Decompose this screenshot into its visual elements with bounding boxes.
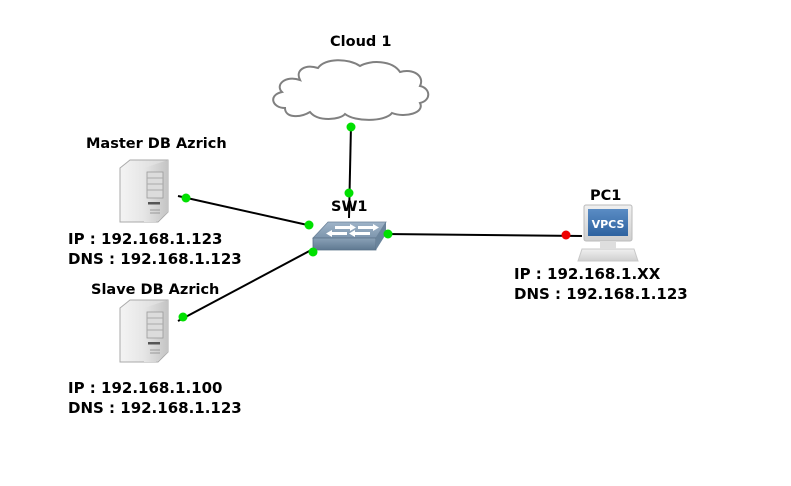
- vpcs-computer-icon: VPCS: [577, 204, 639, 262]
- link-cloud-switch[interactable]: [348, 124, 352, 219]
- server-icon: [119, 299, 169, 363]
- sw1-node[interactable]: [312, 221, 387, 251]
- master-db-label[interactable]: Master DB Azrich: [86, 136, 227, 152]
- cloud-1-label[interactable]: Cloud 1: [330, 34, 392, 50]
- cloud-icon: [272, 59, 430, 121]
- pc1-ip-text: IP : 192.168.1.XX: [514, 265, 661, 283]
- port-status-switch-cloud[interactable]: [344, 188, 354, 198]
- slave-db-label[interactable]: Slave DB Azrich: [91, 282, 220, 298]
- port-status-pc[interactable]: [561, 230, 571, 240]
- port-status-cloud[interactable]: [346, 122, 356, 132]
- master-dns-text: DNS : 192.168.1.123: [68, 250, 242, 268]
- link-slave-switch[interactable]: [177, 247, 316, 322]
- pc1-info-note[interactable]: IP : 192.168.1.XX DNS : 192.168.1.123: [514, 264, 688, 304]
- switch-icon: [312, 221, 387, 251]
- slave-info-note[interactable]: IP : 192.168.1.100 DNS : 192.168.1.123: [68, 378, 242, 418]
- slave-dns-text: DNS : 192.168.1.123: [68, 399, 242, 417]
- port-status-master[interactable]: [181, 193, 191, 203]
- port-status-slave[interactable]: [178, 312, 188, 322]
- master-info-note[interactable]: IP : 192.168.1.123 DNS : 192.168.1.123: [68, 229, 242, 269]
- vpcs-icon-text: VPCS: [592, 218, 625, 231]
- slave-ip-text: IP : 192.168.1.100: [68, 379, 223, 397]
- port-status-switch-pc[interactable]: [383, 229, 393, 239]
- link-master-switch[interactable]: [177, 195, 313, 227]
- master-ip-text: IP : 192.168.1.123: [68, 230, 223, 248]
- server-icon: [119, 159, 169, 223]
- pc1-dns-text: DNS : 192.168.1.123: [514, 285, 688, 303]
- pc1-node[interactable]: VPCS: [577, 204, 639, 262]
- port-status-switch-master[interactable]: [304, 220, 314, 230]
- link-switch-pc[interactable]: [384, 233, 583, 237]
- port-status-switch-slave[interactable]: [308, 247, 318, 257]
- cloud-1-node[interactable]: [272, 59, 430, 121]
- pc1-label[interactable]: PC1: [590, 188, 622, 204]
- master-db-node[interactable]: [119, 159, 169, 223]
- slave-db-node[interactable]: [119, 299, 169, 363]
- sw1-label[interactable]: SW1: [331, 199, 368, 215]
